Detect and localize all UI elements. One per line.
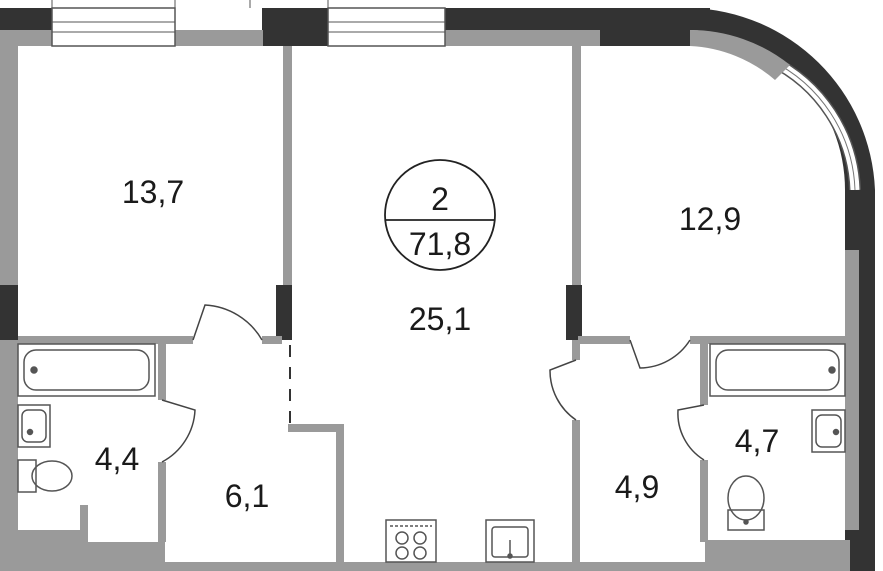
badge-total-area: 71,8 <box>409 226 471 262</box>
door-bath-left <box>161 399 196 463</box>
wall-top-right <box>445 8 710 30</box>
room-area-hallway: 6,1 <box>225 478 269 514</box>
stove-icon <box>385 519 437 563</box>
interior-walls <box>18 46 845 565</box>
wall-left-dark <box>0 285 18 340</box>
room-area-bathroom-right: 4,7 <box>735 423 779 459</box>
window-top-mid <box>327 7 446 47</box>
wall-bottom-step <box>80 505 88 542</box>
wall-top-gray-2 <box>175 30 263 46</box>
badge-room-count: 2 <box>431 181 449 217</box>
wall-hall-right <box>288 424 344 432</box>
wall-top-right-lower <box>600 28 690 46</box>
kitchen-sink-icon <box>485 519 535 563</box>
wall-left-bath-right-lower <box>158 462 166 542</box>
room-area-bathroom-left: 4,4 <box>95 441 139 477</box>
wall-right-bath-top-2 <box>690 336 845 344</box>
bathtub-right-icon <box>709 343 846 397</box>
doors <box>161 304 705 463</box>
wall-hall-right-v <box>336 424 344 564</box>
apartment-badge: 2 71,8 <box>384 159 496 271</box>
room-area-bedroom-left: 13,7 <box>122 174 184 210</box>
room-area-bedroom-right: 12,9 <box>679 201 741 237</box>
wall-right-bath-left <box>700 340 708 405</box>
wall-curve-gray <box>690 29 790 80</box>
wall-bottom-edge <box>165 562 850 571</box>
toilet-right-icon <box>727 475 765 531</box>
bathtub-left-icon <box>17 343 156 397</box>
door-bath-right <box>677 404 705 461</box>
wall-corridor-left-lower <box>572 420 580 565</box>
badge-circle <box>384 159 496 271</box>
wall-left-bath-right <box>158 340 166 400</box>
wall-left-bath-top-1 <box>18 336 193 344</box>
wall-left-bath-top-2 <box>262 336 282 344</box>
door-corridor-right <box>549 359 577 421</box>
sink-left-icon <box>17 404 51 448</box>
door-bedroom-left <box>192 304 263 341</box>
door-bedroom-right <box>629 339 691 369</box>
wall-bottom-mid <box>0 542 165 571</box>
toilet-left-icon <box>17 459 73 493</box>
wall-bedroom-living-dark <box>276 285 292 340</box>
wall-living-bedroom-right-dark <box>566 285 582 340</box>
wall-top-gray-3 <box>445 30 600 46</box>
wall-right-bath-left-lower <box>700 460 708 542</box>
wall-top-gray-1 <box>0 30 52 46</box>
room-area-living-kitchen: 25,1 <box>409 301 471 337</box>
fixtures <box>17 343 846 563</box>
wall-bottom-right <box>705 540 850 562</box>
window-top-left <box>51 7 176 47</box>
room-labels: 13,7 25,1 12,9 4,4 6,1 4,9 4,7 <box>95 174 779 514</box>
wall-bedroom-living <box>283 46 292 286</box>
wall-right-bath-top-1 <box>578 336 630 344</box>
wall-right-gray <box>845 250 859 530</box>
wall-corridor-left <box>572 340 580 360</box>
wall-top-mid <box>262 8 328 46</box>
wall-living-bedroom-right <box>572 46 581 286</box>
sink-right-icon <box>811 409 846 453</box>
room-area-corridor-right: 4,9 <box>615 469 659 505</box>
wall-bottom-left <box>0 530 80 542</box>
